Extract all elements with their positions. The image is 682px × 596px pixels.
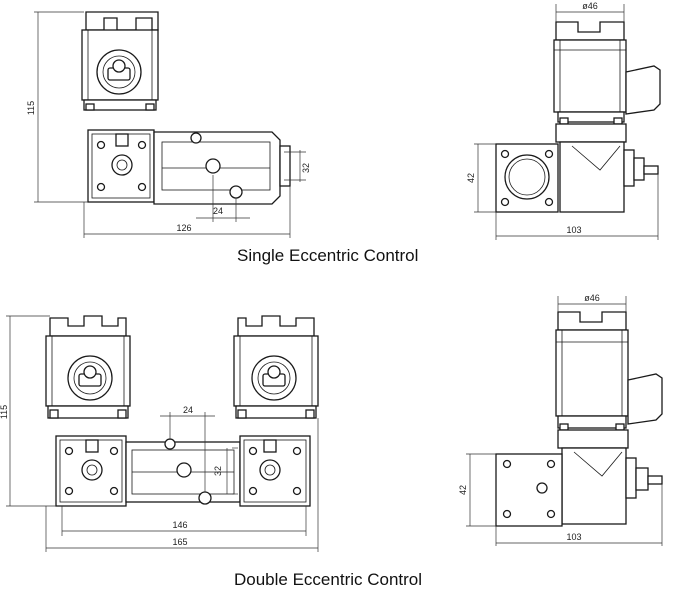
double-side-view bbox=[495, 311, 663, 527]
double-front-overall-width-label: 165 bbox=[172, 537, 187, 547]
double-side-diameter-label: ø46 bbox=[584, 293, 600, 303]
double-front-dimensions: 115 24 32 146 165 bbox=[0, 315, 319, 552]
double-caption: Double Eccentric Control bbox=[234, 570, 423, 589]
double-front-inner-width-label: 146 bbox=[172, 520, 187, 530]
double-side-dimensions: ø46 42 103 bbox=[458, 293, 663, 546]
double-side-height-label: 42 bbox=[458, 485, 468, 495]
single-front-height-label: 115 bbox=[26, 101, 36, 115]
single-side-height-label: 42 bbox=[466, 173, 476, 183]
single-caption: Single Eccentric Control bbox=[237, 246, 419, 265]
single-front-side-label: 32 bbox=[301, 163, 311, 173]
single-front-offset-label: 24 bbox=[213, 206, 223, 216]
double-side-width-label: 103 bbox=[566, 532, 581, 542]
single-side-diameter-label: ø46 bbox=[582, 1, 598, 11]
single-front-width-label: 126 bbox=[176, 223, 191, 233]
single-side-view bbox=[495, 21, 661, 213]
double-front-side-label: 32 bbox=[213, 466, 223, 476]
single-front-view bbox=[81, 11, 291, 205]
double-front-height-label: 115 bbox=[0, 405, 9, 419]
double-front-offset-label: 24 bbox=[183, 405, 193, 415]
double-front-view-body bbox=[55, 435, 311, 507]
single-side-width-label: 103 bbox=[566, 225, 581, 235]
single-side-dimensions: ø46 42 103 bbox=[466, 1, 659, 240]
double-front-view-right-actuator bbox=[233, 315, 319, 419]
single-front-dimensions: 115 126 24 32 bbox=[26, 11, 311, 238]
double-front-view-left-actuator bbox=[45, 315, 131, 419]
